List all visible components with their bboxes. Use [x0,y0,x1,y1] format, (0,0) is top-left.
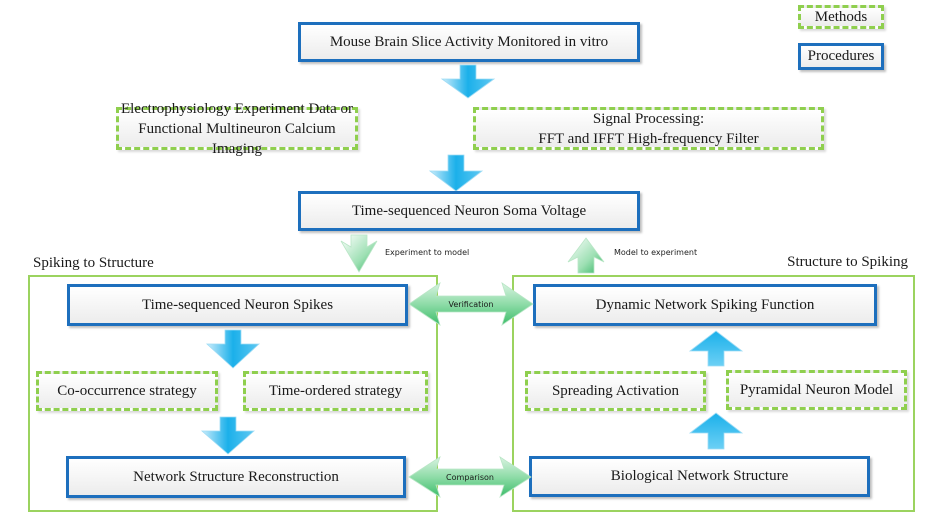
biological-structure-label: Biological Network Structure [610,468,789,484]
spreading-activation-box: Spreading Activation [525,371,706,411]
blue-up-arrow-2 [688,412,744,450]
comparison-label: Comparison [446,473,494,482]
blue-down-arrow-3 [205,329,261,369]
biological-structure-box: Biological Network Structure [529,456,870,497]
legend-methods-label: Methods [814,9,868,25]
method-signal-line2: FFT and IFFT High-frequency Filter [538,130,759,147]
green-down-arrow-experiment-to-model [340,234,378,273]
spiking-function-label: Dynamic Network Spiking Function [595,296,815,313]
co-occurrence-strategy-label: Co-occurrence strategy [57,383,197,399]
comparison-double-arrow: Comparison [408,456,532,498]
method-signal-processing: Signal Processing: FFT and IFFT High-fre… [473,107,824,150]
time-ordered-strategy-label: Time-ordered strategy [268,383,403,399]
neuron-spikes-label: Time-sequenced Neuron Spikes [141,296,334,313]
network-reconstruction-box: Network Structure Reconstruction [66,456,406,498]
experiment-to-model-label: Experiment to model [385,248,470,257]
legend-methods: Methods [798,5,884,29]
method-signal-line1: Signal Processing: [592,110,705,127]
spreading-activation-label: Spreading Activation [551,383,680,399]
source-label: Mouse Brain Slice Activity Monitored in … [329,33,609,50]
verification-label: Verification [449,300,494,309]
network-reconstruction-label: Network Structure Reconstruction [133,468,339,485]
neuron-spikes-box: Time-sequenced Neuron Spikes [67,284,408,326]
model-to-experiment-label: Model to experiment [614,248,698,257]
blue-down-arrow-4 [200,416,256,455]
spiking-to-structure-container [28,275,438,512]
source-box: Mouse Brain Slice Activity Monitored in … [298,22,640,62]
verification-double-arrow: Verification [408,282,534,326]
pyramidal-neuron-model-label: Pyramidal Neuron Model [739,382,894,398]
soma-voltage-label: Time-sequenced Neuron Soma Voltage [351,202,587,219]
structure-to-spiking-title: Structure to Spiking [787,254,908,270]
method-data-acquisition: Electrophysiology Experiment Data or Fun… [116,101,358,157]
method-data-line2: Functional Multineuron Calcium Imaging [138,120,336,157]
co-occurrence-strategy-box: Co-occurrence strategy [36,371,218,411]
structure-to-spiking-container [512,275,915,512]
blue-down-arrow-2 [428,154,484,192]
method-data-line1: Electrophysiology Experiment Data or [120,100,354,117]
green-up-arrow-model-to-experiment [567,237,605,274]
legend-procedures: Procedures [798,43,884,70]
pyramidal-neuron-model-box: Pyramidal Neuron Model [726,370,907,410]
spiking-to-structure-title: Spiking to Structure [33,255,154,271]
legend-procedures-label: Procedures [807,48,875,64]
blue-down-arrow-1 [440,64,496,99]
soma-voltage-box: Time-sequenced Neuron Soma Voltage [298,191,640,231]
time-ordered-strategy-box: Time-ordered strategy [243,371,428,411]
blue-up-arrow-1 [688,330,744,367]
spiking-function-box: Dynamic Network Spiking Function [533,284,877,326]
